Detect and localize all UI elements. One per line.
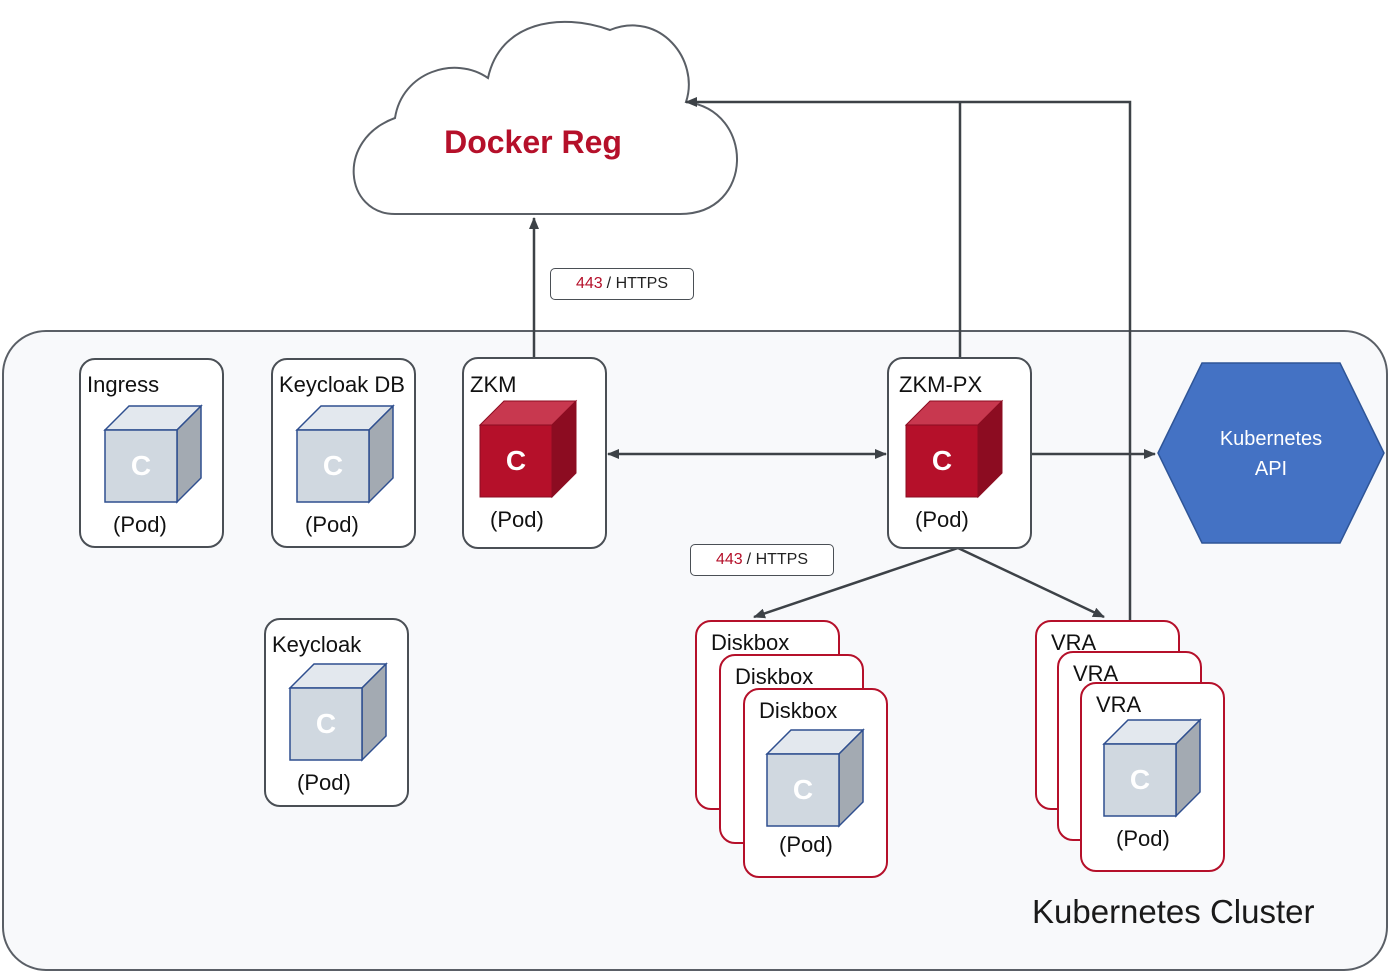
cube-glyph: C [932,445,952,476]
container-cube-icon: C [1102,718,1202,818]
arrow-vra-to-registry [685,97,1132,620]
pod-name: Diskbox [711,630,790,655]
pod-keycloak-db: Keycloak DB C (Pod) [271,358,416,548]
pod-diskbox-3: Diskbox C (Pod) [743,688,888,878]
pod-name: VRA [1096,692,1142,717]
container-cube-icon: C [904,399,1004,499]
api-line-2: API [1254,458,1288,480]
arrow-zkmpx-to-diskbox [753,546,959,619]
container-cube-icon: C [478,399,578,499]
pod-name: Keycloak DB [279,372,405,397]
cube-glyph: C [1130,764,1150,795]
cube-glyph: C [793,774,813,805]
pod-vra-3: VRA C (Pod) [1080,682,1225,872]
pod-zkm-px: ZKM-PX C (Pod) [887,357,1032,549]
cube-glyph: C [131,450,151,481]
protocol: / HTTPS [606,275,669,292]
pod-name: ZKM [470,372,517,397]
pod-name: ZKM-PX [899,372,983,397]
pod-keycloak: Keycloak C (Pod) [264,618,409,807]
pod-tag: (Pod) [113,512,167,537]
pod-name: Keycloak [272,632,362,657]
cluster-label: Kubernetes Cluster [1032,893,1315,930]
cube-glyph: C [323,450,343,481]
port-number: 443 [575,275,603,292]
cube-glyph: C [506,445,526,476]
pod-tag: (Pod) [1116,826,1170,851]
docker-registry-label: Docker Reg [444,124,622,160]
kubernetes-api-label: Kubernetes API [1157,424,1385,484]
pod-name: VRA [1073,661,1119,686]
pod-name: VRA [1051,630,1097,655]
pod-tag: (Pod) [305,512,359,537]
container-cube-icon: C [288,662,388,762]
pod-name: Diskbox [735,664,814,689]
api-line-1: Kubernetes [1219,428,1323,450]
protocol: / HTTPS [746,551,809,568]
cloud-icon [352,20,738,215]
container-cube-icon: C [295,404,395,504]
container-cube-icon: C [765,728,865,828]
hexagon-icon [1157,362,1385,544]
pod-name: Ingress [87,372,160,397]
pod-ingress: Ingress C (Pod) [79,358,224,548]
pod-tag: (Pod) [490,507,544,532]
cube-glyph: C [316,708,336,739]
pod-name: Diskbox [759,698,838,723]
port-label-zkm-registry: 443 / HTTPS [550,268,694,300]
pod-tag: (Pod) [297,770,351,795]
arrow-zkmpx-to-vra [957,546,1105,619]
pod-tag: (Pod) [779,832,833,857]
pod-zkm: ZKM C (Pod) [462,357,607,549]
pod-tag: (Pod) [915,507,969,532]
container-cube-icon: C [103,404,203,504]
port-label-zkmpx: 443 / HTTPS [690,544,834,576]
port-number: 443 [715,551,743,568]
